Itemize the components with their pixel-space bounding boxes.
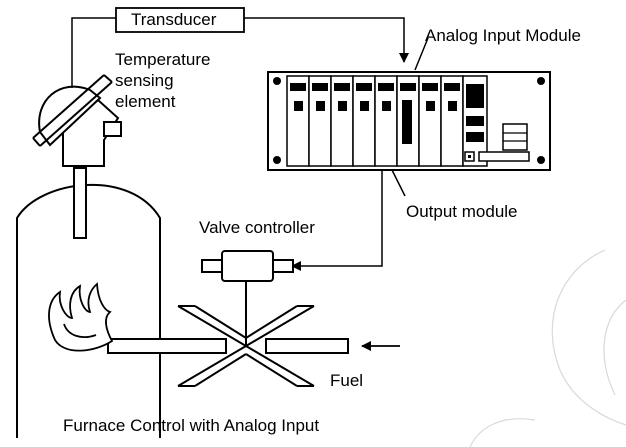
diagram-caption: Furnace Control with Analog Input [63,416,320,435]
transducer-to-module-wire [244,17,409,63]
analog-module-leader [414,37,429,71]
temperature-sensor-icon [32,74,122,167]
analog-input-module-label: Analog Input Module [425,26,581,45]
temperature-label-line1: Temperature [115,50,211,69]
temperature-label-line2: sensing [115,71,174,90]
valve-controller-label: Valve controller [199,218,315,237]
output-to-valve-wire [291,170,383,271]
thermocouple-stem [73,167,87,239]
fuel-pipe [107,338,349,354]
transducer-label: Transducer [131,10,217,29]
plc-rack-icon [267,71,551,171]
fuel-label: Fuel [330,371,364,390]
temperature-label-line3: element [115,92,176,111]
valve-icon [177,305,315,387]
output-module-label: Output module [406,202,518,221]
output-module-leader [391,169,406,197]
sensor-wire [71,17,116,88]
valve-controller [201,250,294,345]
flame-icon [48,282,114,352]
watermark-curves [469,249,626,447]
transducer-box [115,7,245,33]
